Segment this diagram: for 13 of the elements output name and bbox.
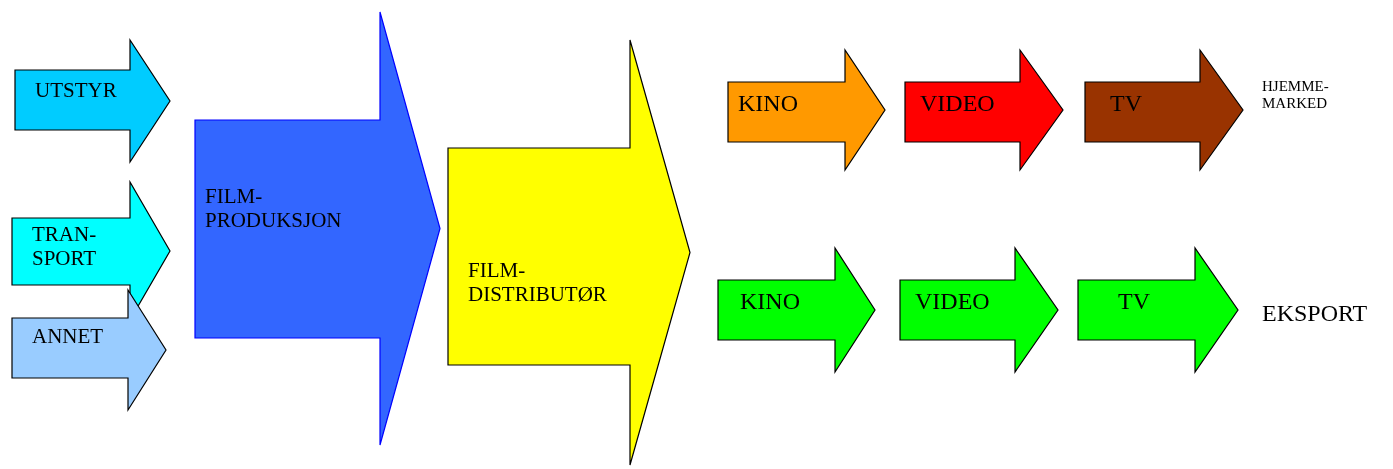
arrow-label: FILM- PRODUKSJON: [205, 184, 343, 233]
arrow-label: TV: [1118, 288, 1151, 316]
arrow-label: TRAN- SPORT: [32, 222, 98, 271]
arrow-label: TV: [1110, 90, 1143, 118]
arrow-label: VIDEO: [920, 90, 996, 118]
arrow-label: KINO: [740, 288, 801, 316]
arrow-label: KINO: [738, 90, 799, 118]
arrow-label: ANNET: [32, 324, 105, 349]
market-label: HJEMME- MARKED: [1262, 78, 1330, 113]
arrow-label: UTSTYR: [35, 78, 118, 103]
arrow-label: VIDEO: [915, 288, 991, 316]
arrow-label: FILM- DISTRIBUTØR: [468, 258, 608, 307]
market-label: EKSPORT: [1262, 300, 1369, 328]
